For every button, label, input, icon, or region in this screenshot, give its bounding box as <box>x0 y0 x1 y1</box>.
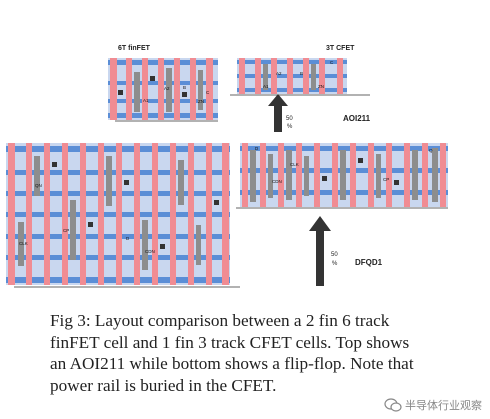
pin-label: QN <box>35 183 42 188</box>
pin-label: Q <box>429 148 433 153</box>
layout-comparison-figure: 6T finFET 3T CFET AOI211 DFQD1 50 % 50 %… <box>6 45 448 288</box>
bottom-arrow-value: 50 <box>331 252 338 258</box>
finfet-dfqd1-layout <box>6 143 240 288</box>
top-left-title: 6T finFET <box>118 45 151 52</box>
watermark-text: 半导体行业观察 <box>405 399 482 412</box>
pin-label: C <box>330 60 334 65</box>
bottom-reduction-arrow <box>309 216 331 286</box>
pin-label: D <box>255 146 259 151</box>
pin-label: ZN <box>318 84 324 89</box>
pin-label: A1 <box>143 98 149 103</box>
pin-label: CDN <box>272 179 282 184</box>
pin-label: CP <box>383 177 389 182</box>
top-arrow-value: 50 <box>286 116 293 122</box>
pin-label: A2 <box>276 71 282 76</box>
caption-line-1: Fig 3: Layout comparison between a 2 fin… <box>50 311 390 330</box>
caption-line-4: power rail is buried in the CFET. <box>50 375 277 395</box>
pin-label: D <box>126 236 130 241</box>
pin-label: CP <box>63 228 69 233</box>
top-right-title: 3T CFET <box>326 45 355 52</box>
pin-label: A2 <box>164 86 170 91</box>
figure-caption: Fig 3: Layout comparison between a 2 fin… <box>50 310 486 396</box>
pin-label: A1 <box>263 84 269 89</box>
pin-label: CLK <box>290 162 299 167</box>
pin-label: C <box>206 90 210 95</box>
pin-label: B <box>300 71 303 76</box>
bottom-row-label: DFQD1 <box>355 258 383 267</box>
pin-label: CDN <box>145 249 155 254</box>
chat-bubble-icon <box>384 398 402 412</box>
cfet-dfqd1-layout <box>236 143 448 209</box>
pin-label: B <box>183 85 186 90</box>
cfet-aoi211-layout <box>230 58 370 96</box>
source-watermark: 半导体行业观察 <box>384 397 482 413</box>
pin-label: ZN <box>198 99 204 104</box>
pin-label: CLK <box>19 241 28 246</box>
caption-line-2: finFET cell and 1 fin 3 track CFET cells… <box>50 332 410 352</box>
top-arrow-unit: % <box>287 124 293 130</box>
bottom-arrow-unit: % <box>332 261 338 267</box>
top-reduction-arrow <box>268 94 288 132</box>
finfet-aoi211-layout <box>108 58 218 122</box>
top-row-label: AOI211 <box>343 114 371 123</box>
caption-line-3: an AOI211 while bottom shows a flip-flop… <box>50 354 414 373</box>
